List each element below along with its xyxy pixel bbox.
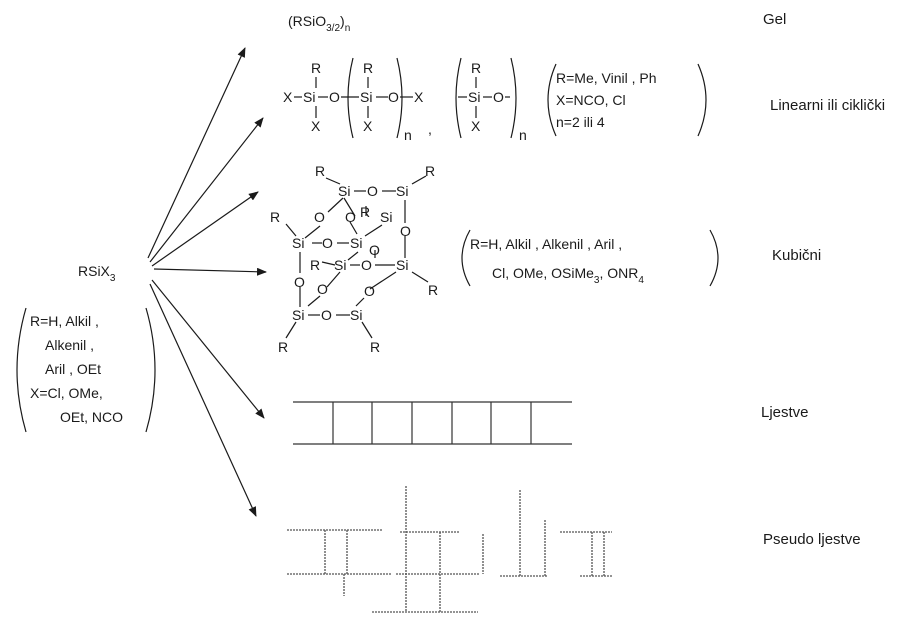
svg-text:R: R (370, 339, 380, 355)
source-condition-line: Aril , OEt (45, 361, 101, 377)
svg-text:Si: Si (338, 183, 350, 199)
linear-condition-line: X=NCO, Cl (556, 92, 626, 108)
svg-text:Si: Si (360, 89, 372, 105)
svg-text:O: O (400, 223, 411, 239)
svg-text:O: O (345, 209, 356, 225)
svg-text:O: O (322, 235, 333, 251)
arrow-to-pseudo-ladder (149, 283, 257, 517)
source-condition-line: OEt, NCO (60, 409, 123, 425)
svg-text:X: X (363, 118, 373, 134)
arrow-to-linear (149, 117, 264, 263)
svg-text:R: R (363, 60, 373, 76)
svg-text:O: O (317, 281, 328, 297)
svg-text:Si: Si (380, 209, 392, 225)
source-compound: RSiX3 (78, 263, 116, 284)
svg-text:O: O (369, 242, 380, 258)
right-paren (145, 307, 156, 433)
svg-text:Si: Si (468, 89, 480, 105)
label-linear-cyclic: Linearni ili ciklički (770, 97, 885, 114)
label-pseudo-ladder: Pseudo ljestve (763, 531, 861, 548)
svg-text:O: O (329, 89, 340, 105)
svg-text:R: R (311, 60, 321, 76)
svg-text:X: X (414, 89, 424, 105)
arrow-to-gel (147, 47, 246, 259)
svg-text:X: X (471, 118, 481, 134)
svg-text:Si: Si (303, 89, 315, 105)
source-formula: RSiX3 (78, 263, 116, 284)
ladder-structure (293, 401, 572, 445)
cage-bonds (285, 175, 429, 339)
source-conditions: R=H, Alkil , Alkenil , Aril , OEt X=Cl, … (16, 307, 156, 433)
svg-text:O: O (493, 89, 504, 105)
label-gel: Gel (763, 11, 786, 28)
cubic-condition-line: R=H, Alkil , Alkenil , Aril , (470, 236, 622, 252)
svg-text:R: R (360, 204, 370, 220)
svg-text:O: O (388, 89, 399, 105)
linear-structure: R X Si O X R Si O X X n , R Si O X (283, 57, 527, 143)
svg-text:R: R (425, 163, 435, 179)
svg-text:Si: Si (396, 183, 408, 199)
svg-text:O: O (321, 307, 332, 323)
svg-text:R: R (310, 257, 320, 273)
source-condition-line: R=H, Alkil , (30, 313, 99, 329)
label-ladder: Ljestve (761, 404, 809, 421)
source-condition-line: Alkenil , (45, 337, 94, 353)
svg-text:X: X (311, 118, 321, 134)
left-paren (16, 307, 27, 433)
svg-text:n: n (519, 127, 527, 143)
svg-text:R: R (315, 163, 325, 179)
arrow-to-cubic-top (151, 191, 259, 267)
svg-text:O: O (361, 257, 372, 273)
arrow-to-ladder (151, 279, 265, 419)
svg-text:R: R (471, 60, 481, 76)
svg-text:Si: Si (396, 257, 408, 273)
label-cubic: Kubični (772, 247, 821, 264)
svg-text:O: O (367, 183, 378, 199)
linear-condition-line: R=Me, Vinil , Ph (556, 70, 657, 86)
svg-text:X: X (283, 89, 293, 105)
source-condition-line: X=Cl, OMe, (30, 385, 103, 401)
svg-text:Si: Si (334, 257, 346, 273)
svg-text:Si: Si (292, 235, 304, 251)
svg-text:O: O (364, 283, 375, 299)
svg-text:Si: Si (292, 307, 304, 323)
svg-text:R: R (270, 209, 280, 225)
linear-conditions: R=Me, Vinil , Ph X=NCO, Cl n=2 ili 4 (547, 63, 707, 137)
svg-text:,: , (428, 121, 432, 137)
svg-text:Si: Si (350, 307, 362, 323)
linear-condition-line: n=2 ili 4 (556, 114, 605, 130)
svg-text:(RSiO3/2)n: (RSiO3/2)n (288, 13, 350, 34)
pseudo-ladder-structure (287, 486, 612, 613)
reaction-arrows (147, 47, 267, 517)
cubic-cage: Si O Si O O R Si O Si O Si O R Si O Si O… (270, 163, 438, 355)
svg-text:O: O (314, 209, 325, 225)
svg-text:Si: Si (350, 235, 362, 251)
arrow-to-cubic (153, 267, 267, 276)
cubic-condition-line: Cl, OMe, OSiMe3, ONR4 (492, 265, 644, 286)
gel-formula: (RSiO3/2)n (288, 13, 350, 34)
svg-text:R: R (428, 282, 438, 298)
cubic-conditions: R=H, Alkil , Alkenil , Aril , Cl, OMe, O… (461, 229, 719, 287)
svg-text:R: R (278, 339, 288, 355)
svg-text:O: O (294, 274, 305, 290)
svg-text:n: n (404, 127, 412, 143)
